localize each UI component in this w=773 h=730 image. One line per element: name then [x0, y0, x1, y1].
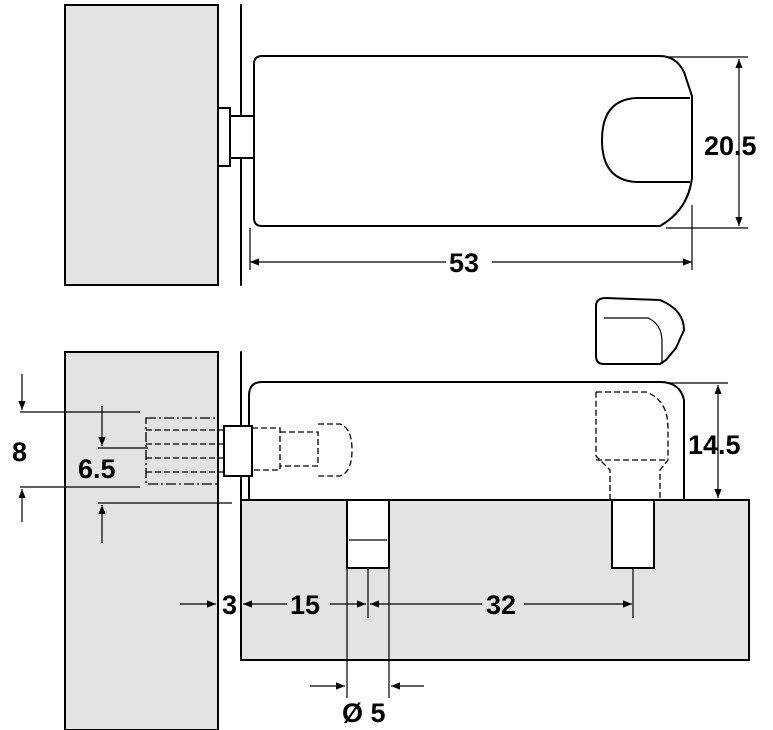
- bottom-view: 14.5 8 6.5 3 15 32 Ø 5: [12, 296, 750, 730]
- dim-3-label: 3: [222, 590, 237, 620]
- top-hinge-recess: [600, 97, 690, 183]
- hidden-screw-shaft: [252, 427, 281, 471]
- dim-32-label: 32: [486, 590, 516, 620]
- dim-14-5-label: 14.5: [688, 430, 741, 460]
- dim-53-label: 53: [449, 248, 479, 278]
- bottom-hinge-body: [248, 381, 685, 501]
- top-connector-collar: [217, 107, 231, 167]
- pin-collar-solid: [223, 425, 253, 477]
- top-connector-pin: [229, 115, 255, 159]
- front-dowel-pin: [346, 499, 390, 569]
- hidden-screw-neck: [280, 431, 319, 467]
- bottom-glass-panel: [64, 351, 219, 730]
- dim-8-label: 8: [12, 437, 27, 467]
- dim-20-5-label: 20.5: [704, 131, 757, 161]
- top-glass-panel: [64, 4, 219, 286]
- top-view: 20.5 53: [64, 4, 757, 286]
- dim-diameter-label: Ø 5: [342, 698, 386, 728]
- hidden-screw-head: [318, 423, 353, 477]
- cabinet-base: [240, 499, 750, 661]
- hidden-bore: [595, 391, 669, 500]
- hinge-cover-cap-inner: [604, 317, 663, 364]
- hinge-cover-cap: [595, 296, 686, 365]
- rear-dowel-pin: [611, 499, 655, 569]
- dim-15-label: 15: [290, 590, 320, 620]
- dim-6-5-label: 6.5: [78, 454, 116, 484]
- top-hinge-body: [253, 55, 693, 227]
